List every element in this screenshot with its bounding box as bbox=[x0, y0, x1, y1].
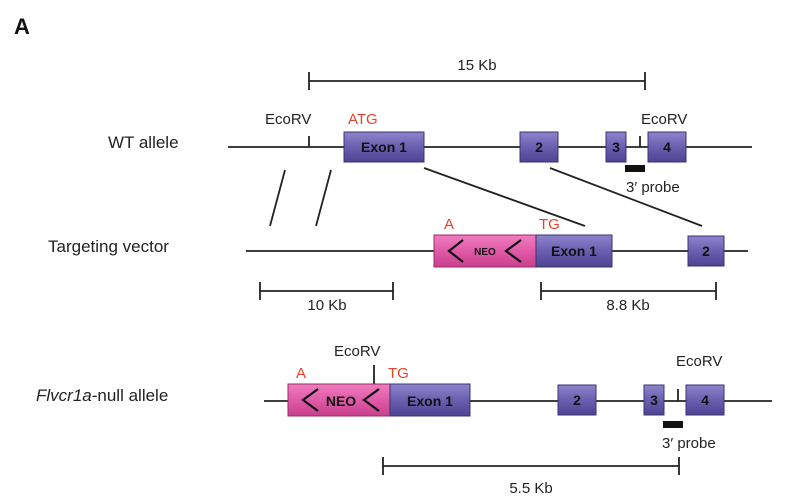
wt-atg-label: ATG bbox=[348, 111, 378, 128]
wt-probe-label: 3′ probe bbox=[626, 179, 680, 196]
null-allele-label-suffix: -null allele bbox=[92, 386, 169, 405]
null-scale-label: 5.5 Kb bbox=[509, 480, 552, 497]
wt-allele-label: WT allele bbox=[108, 133, 179, 152]
homology-lines bbox=[269, 167, 703, 227]
vector-exon-1-label: Exon 1 bbox=[551, 243, 597, 259]
vector-exon-2-label: 2 bbox=[702, 243, 710, 259]
wt-exon-1 bbox=[343, 131, 425, 163]
null-exon-1 bbox=[389, 383, 471, 417]
wt-exon-2-label: 2 bbox=[535, 139, 543, 155]
null-neo-arrow-left bbox=[301, 388, 319, 412]
vector-a-label: A bbox=[444, 216, 454, 233]
null-exon-3 bbox=[643, 384, 665, 416]
null-exon-3-label: 3 bbox=[650, 392, 658, 408]
null-exon-4 bbox=[685, 384, 725, 416]
wt-exon-4 bbox=[647, 131, 687, 163]
wt-exon-3 bbox=[605, 131, 627, 163]
vector-scale-left-label: 10 Kb bbox=[307, 297, 346, 314]
null-a-label: A bbox=[296, 365, 306, 382]
wt-exon-2 bbox=[519, 131, 559, 163]
wt-exon-4-label: 4 bbox=[663, 139, 671, 155]
null-ecorv-left-label: EcoRV bbox=[334, 343, 380, 360]
wt-ecorv-right-label: EcoRV bbox=[641, 111, 687, 128]
null-exon-1-label: Exon 1 bbox=[407, 393, 453, 409]
vector-label: Targeting vector bbox=[48, 237, 169, 256]
null-probe-bar bbox=[663, 421, 683, 428]
wt-exon-1-label: Exon 1 bbox=[361, 139, 407, 155]
vector-tg-label: TG bbox=[539, 216, 560, 233]
null-tg-label: TG bbox=[388, 365, 409, 382]
null-probe-label: 3′ probe bbox=[662, 435, 716, 452]
null-allele-label: Flvcr1a-null allele bbox=[36, 386, 168, 405]
wt-probe-bar bbox=[625, 165, 645, 172]
null-neo-label: NEO bbox=[326, 393, 356, 409]
vector-scale-left bbox=[259, 282, 394, 300]
null-exon-4-label: 4 bbox=[701, 392, 709, 408]
wt-exon-3-label: 3 bbox=[612, 139, 620, 155]
vector-scale-right bbox=[540, 282, 717, 300]
panel-label: A bbox=[14, 14, 30, 39]
wt-scale-bar bbox=[308, 72, 646, 90]
null-neo-arrow-right bbox=[362, 388, 380, 412]
null-ecorv-right-label: EcoRV bbox=[676, 353, 722, 370]
vector-neo-label: NEO bbox=[474, 247, 496, 258]
vector-exon-1 bbox=[535, 234, 613, 268]
null-scale-bar bbox=[382, 457, 680, 475]
wt-ecorv-left-label: EcoRV bbox=[265, 111, 311, 128]
wt-scale-label: 15 Kb bbox=[457, 57, 496, 74]
vector-neo-arrow-right bbox=[504, 239, 522, 263]
vector-scale-right-label: 8.8 Kb bbox=[606, 297, 649, 314]
null-allele-label-gene: Flvcr1a bbox=[36, 386, 92, 405]
null-exon-2 bbox=[557, 384, 597, 416]
null-exon-2-label: 2 bbox=[573, 392, 581, 408]
vector-neo-arrow-left bbox=[447, 239, 464, 263]
vector-exon-2 bbox=[687, 235, 725, 267]
